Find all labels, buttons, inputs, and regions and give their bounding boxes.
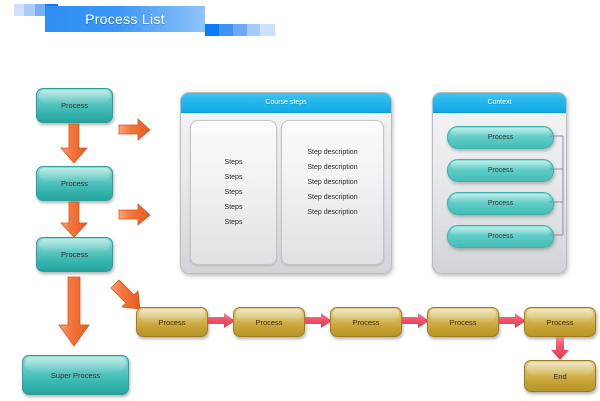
arrow-right-icon-pink-2 — [305, 313, 332, 328]
context-item-label: Process — [487, 167, 514, 174]
step-item: Steps — [224, 204, 243, 211]
step-item: Steps — [224, 219, 243, 226]
context-item-3[interactable]: Process — [447, 192, 554, 215]
node-label: Process — [60, 179, 89, 188]
step-descriptions-list: Step description Step description Step d… — [282, 121, 383, 264]
bottom-process-node-1[interactable]: Process — [136, 307, 208, 337]
banner-block-decor-1 — [14, 4, 24, 16]
banner-block-decor-8 — [247, 24, 260, 36]
banner-block-decor-7 — [233, 24, 247, 36]
banner-block-decor-2 — [24, 4, 35, 16]
banner-bar — [45, 6, 205, 32]
context-item-label: Process — [487, 134, 514, 141]
step-description-item: Step description — [307, 149, 358, 156]
banner-block-decor-9 — [260, 24, 275, 36]
node-label: Process — [449, 317, 477, 327]
node-label: End — [553, 371, 567, 381]
step-description-item: Step description — [307, 209, 358, 216]
title-banner: Process List — [0, 0, 300, 46]
step-descriptions-subpanel: Step description Step description Step d… — [281, 120, 384, 265]
node-label: Process — [60, 250, 89, 259]
banner-block-decor-5 — [205, 24, 219, 36]
context-item-label: Process — [487, 233, 514, 240]
step-description-item: Step description — [307, 194, 358, 201]
arrow-right-icon-pink-1 — [208, 313, 235, 328]
left-process-node-2[interactable]: Process — [36, 166, 113, 201]
context-panel: Context Process Process Process Process — [432, 92, 567, 274]
arrow-down-icon-2 — [60, 201, 88, 238]
arrow-right-icon-pink-3 — [402, 313, 429, 328]
step-item: Steps — [224, 174, 243, 181]
bottom-process-node-5[interactable]: Process — [524, 307, 596, 337]
bottom-process-node-3[interactable]: Process — [330, 307, 402, 337]
step-item: Steps — [224, 159, 243, 166]
arrow-right-icon-2 — [118, 203, 151, 226]
context-item-label: Process — [487, 200, 514, 207]
arrow-down-icon-pink — [551, 337, 569, 360]
node-label: Process — [158, 317, 186, 327]
arrow-down-icon-3 — [58, 276, 90, 347]
context-connector-lines — [550, 135, 564, 236]
course-steps-panel: Course steps Steps Steps Steps Steps Ste… — [180, 92, 392, 274]
bottom-process-node-2[interactable]: Process — [233, 307, 305, 337]
step-description-item: Step description — [307, 164, 358, 171]
bottom-process-node-end[interactable]: End — [524, 360, 596, 392]
banner-block-decor-6 — [219, 24, 233, 36]
left-process-node-1[interactable]: Process — [36, 88, 113, 123]
arrow-down-icon-1 — [60, 123, 88, 164]
context-item-2[interactable]: Process — [447, 159, 554, 182]
node-label: Process — [60, 101, 89, 110]
course-steps-title: Course steps — [181, 93, 391, 113]
arrow-right-icon-pink-4 — [499, 313, 526, 328]
node-label: Process — [352, 317, 380, 327]
bottom-process-node-4[interactable]: Process — [427, 307, 499, 337]
context-title: Context — [433, 93, 566, 113]
banner-block-decor-3 — [35, 4, 45, 16]
node-label: Process — [546, 317, 574, 327]
page-title: Process List — [85, 11, 165, 27]
arrow-right-icon-1 — [118, 118, 151, 141]
node-label: Process — [255, 317, 283, 327]
step-description-item: Step description — [307, 179, 358, 186]
node-label: Super Process — [50, 370, 101, 380]
context-item-1[interactable]: Process — [447, 126, 554, 149]
steps-subpanel: Steps Steps Steps Steps Steps — [190, 120, 277, 265]
left-process-node-3[interactable]: Process — [36, 237, 113, 272]
context-item-4[interactable]: Process — [447, 225, 554, 248]
step-item: Steps — [224, 189, 243, 196]
steps-list: Steps Steps Steps Steps Steps — [191, 121, 276, 264]
left-process-node-super[interactable]: Super Process — [22, 355, 129, 395]
